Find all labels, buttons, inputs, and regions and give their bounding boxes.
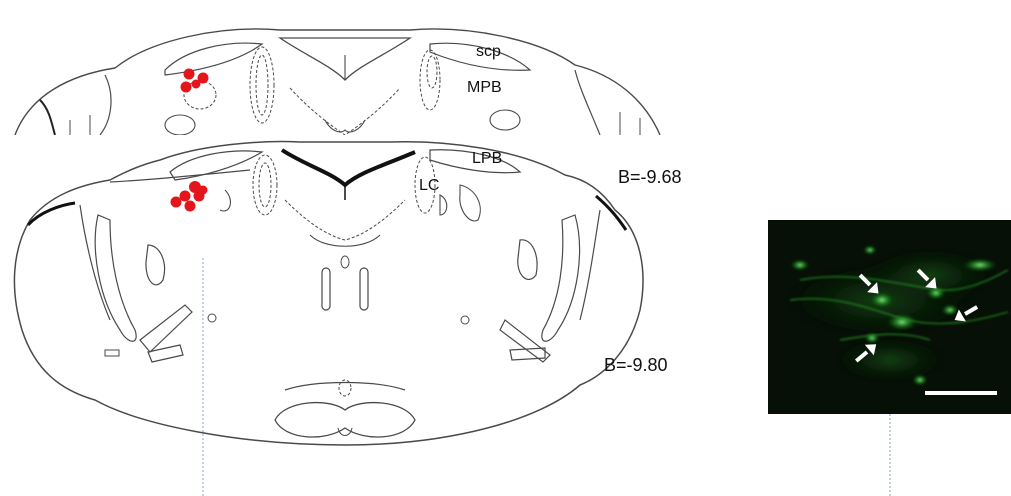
upper-outline [15,29,660,135]
atlas-section-lower [14,142,643,445]
atlas-section-upper [15,29,660,135]
scale-bar [925,391,997,395]
fluorescence-micrograph [768,220,1011,414]
bregma-lower-label: B=-9.80 [604,355,668,375]
label-lpb: LPB [472,150,502,167]
label-scp: scp [476,43,501,60]
label-lc: LC [419,177,439,194]
lower-ventricle [282,150,415,185]
bregma-upper-label: B=-9.68 [618,167,682,187]
lower-outline [14,142,643,445]
upper-injection-sites [181,69,209,93]
label-mpb: MPB [467,79,502,96]
lower-injection-sites [171,181,208,212]
